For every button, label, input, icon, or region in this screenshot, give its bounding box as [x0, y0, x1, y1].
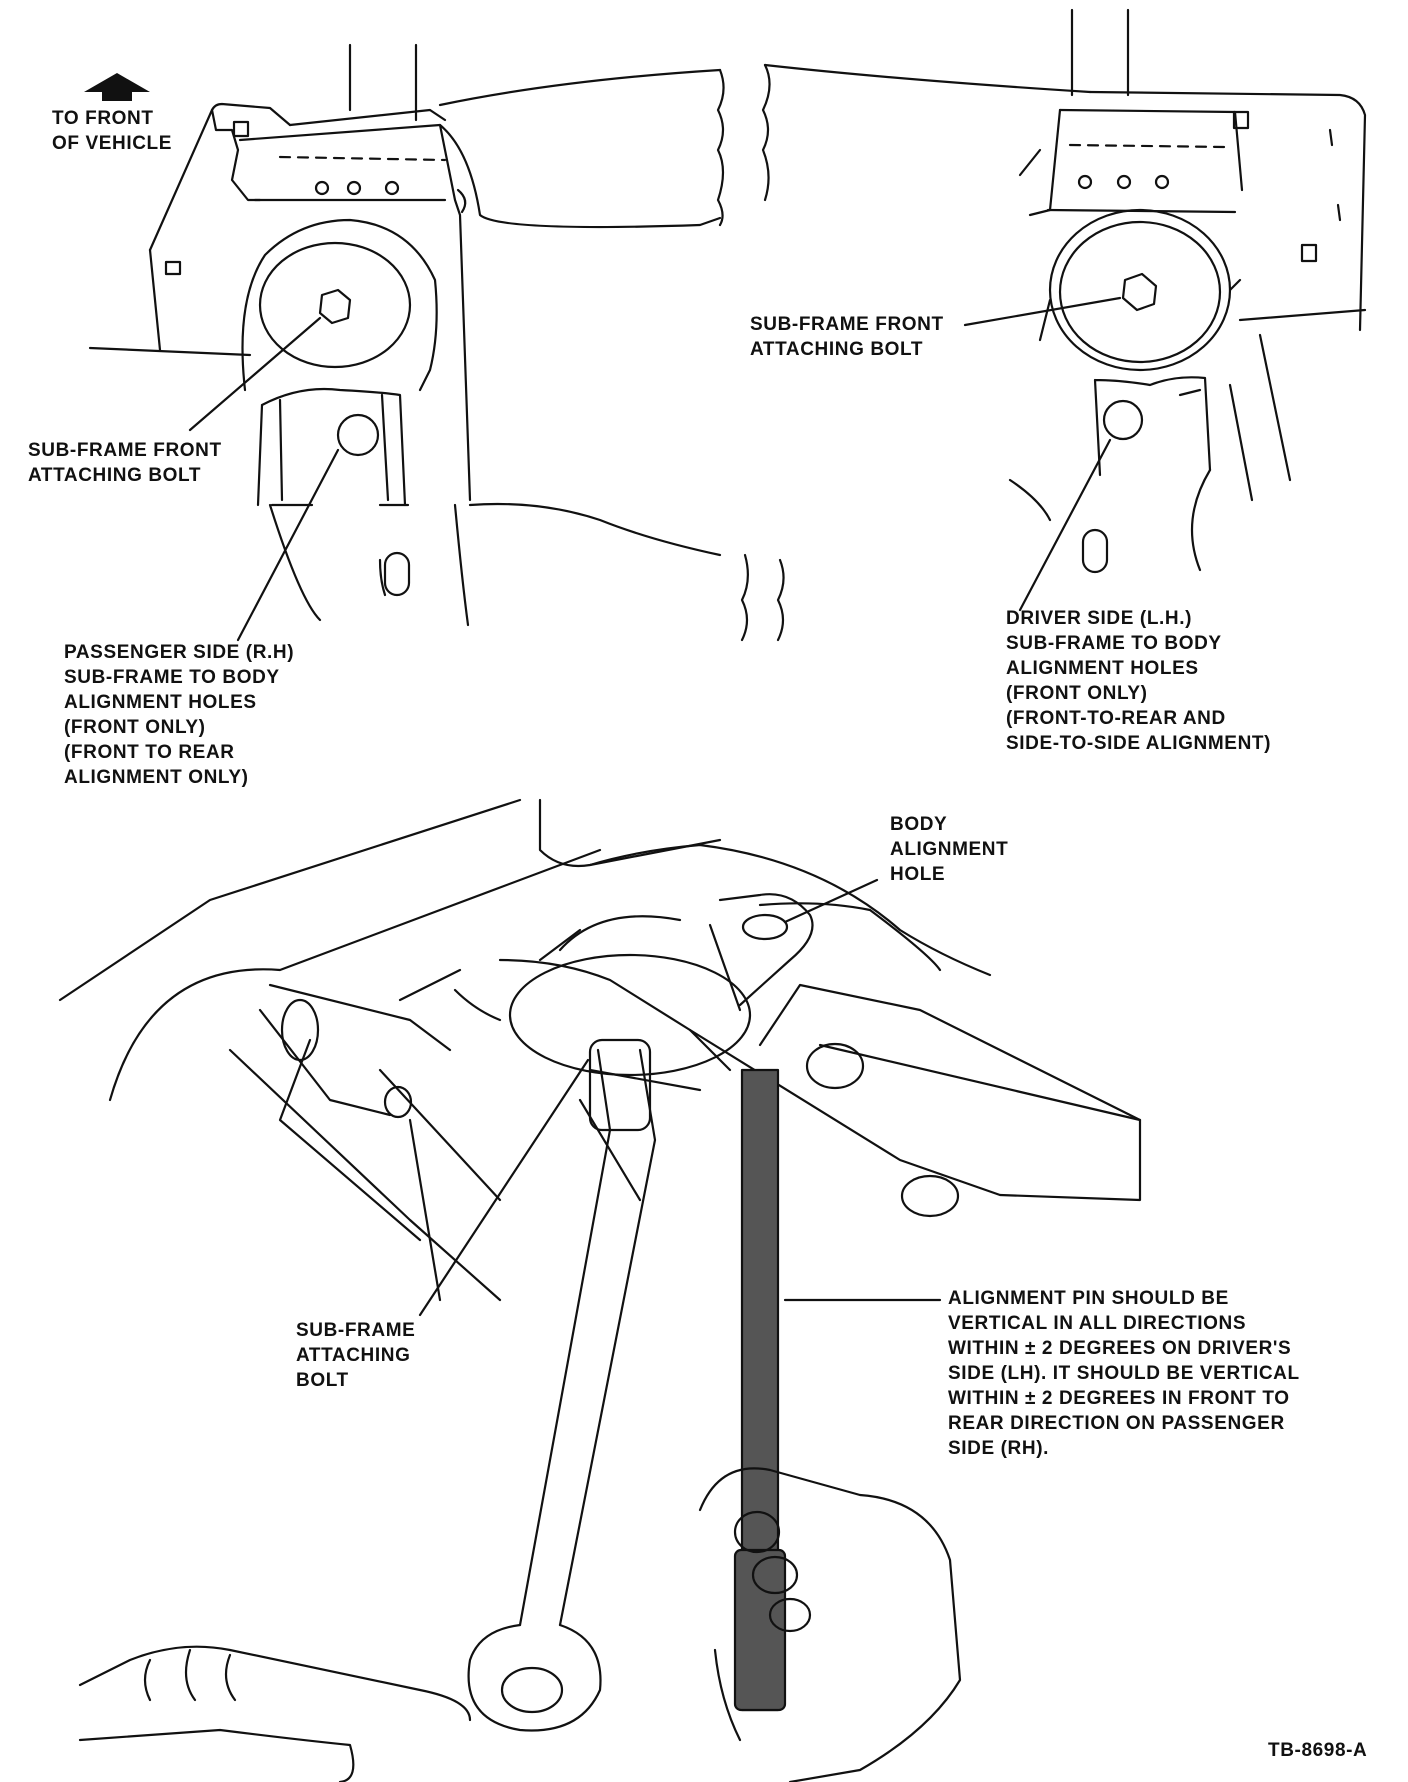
driver-side-label: DRIVER SIDE (L.H.)SUB-FRAME TO BODY ALIG… — [1006, 608, 1272, 754]
driver-side-mount — [1008, 8, 1367, 574]
break-marks — [438, 63, 1092, 642]
up-arrow-icon — [84, 73, 150, 101]
passenger-side-label: PASSENGER SIDE (R.H)SUB-FRAME TO BODY AL… — [64, 642, 295, 788]
leader-lines — [188, 296, 1122, 1317]
detail-view — [58, 798, 1142, 1782]
passenger-side-mount — [88, 43, 722, 627]
figure-code: TB-8698-A — [1268, 1740, 1368, 1761]
